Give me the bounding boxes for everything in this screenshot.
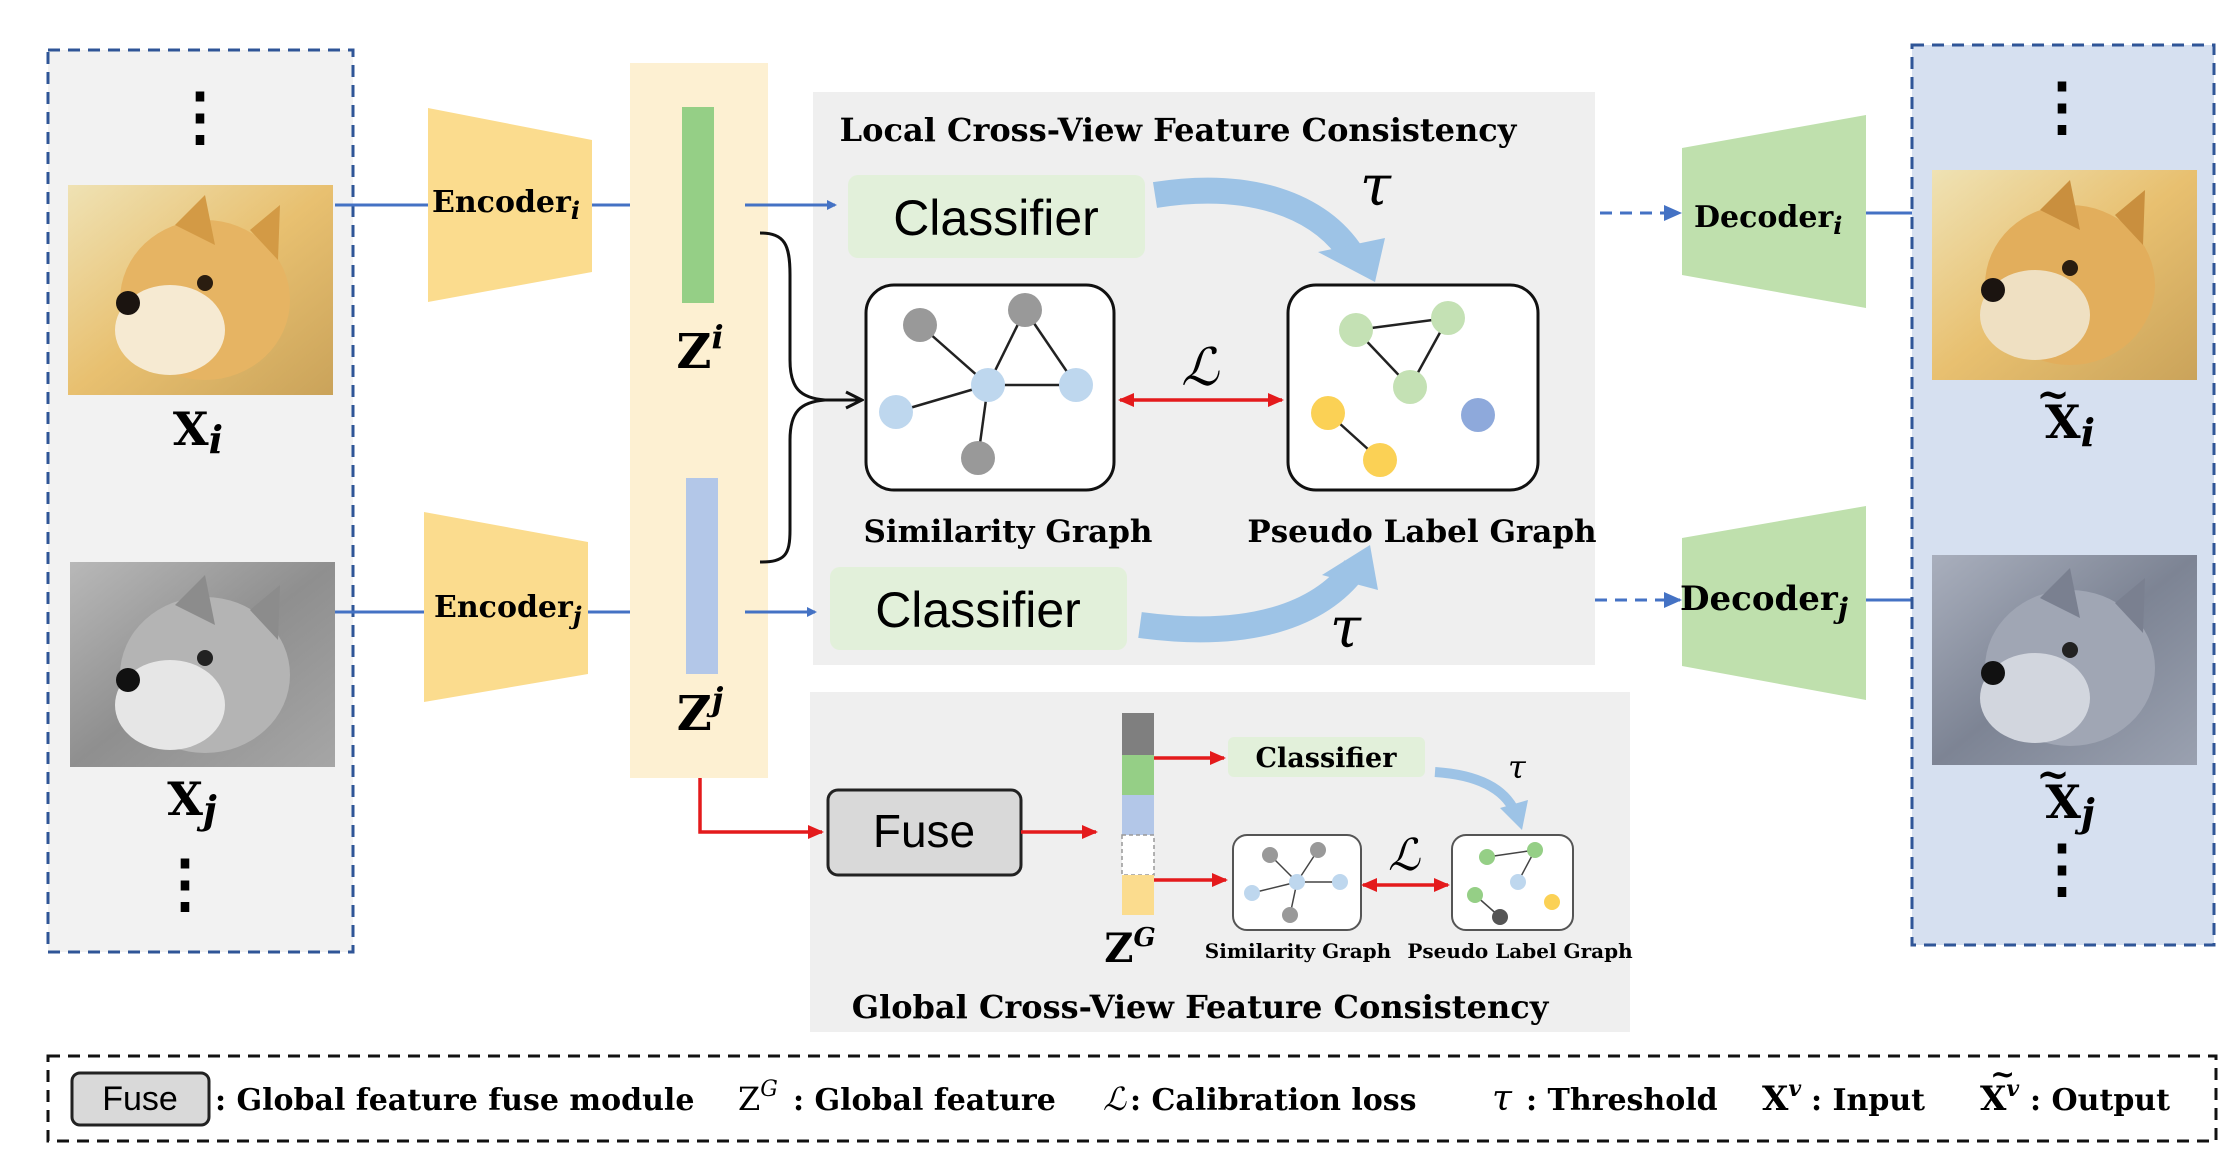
pseudo-label-graph-global-label: Pseudo Label Graph	[1407, 939, 1633, 963]
global-panel-title: Global Cross-View Feature Consistency	[852, 988, 1550, 1026]
svg-text:Encoderi: Encoderi	[432, 185, 580, 225]
input-image-j	[70, 562, 335, 767]
global-panel: Global Cross-View Feature Consistency Fu…	[810, 692, 1633, 1032]
encoder-i: Encoderi	[428, 108, 592, 302]
svg-text:Encoderj: Encoderj	[434, 590, 582, 630]
decoder-i: Decoderi	[1682, 115, 1866, 308]
input-image-i	[68, 185, 333, 395]
classifier-bottom-label: Classifier	[875, 582, 1081, 638]
legend-input-desc: : Input	[1811, 1083, 1925, 1118]
z-j-label: Zj	[677, 680, 724, 742]
tau-bottom: τ	[1330, 596, 1362, 661]
output-tilde-i: ~	[2036, 371, 2070, 418]
loss-local: ℒ	[1181, 338, 1220, 398]
tau-arrow-top	[1152, 177, 1363, 263]
z-g-bar	[1121, 713, 1155, 915]
z-i-bar	[682, 107, 714, 303]
similarity-graph	[864, 283, 1116, 492]
input-label-i: Xi	[173, 402, 223, 462]
similarity-graph-global	[1232, 834, 1362, 931]
local-panel-title: Local Cross-View Feature Consistency	[840, 111, 1518, 149]
z-j-bar	[686, 478, 718, 674]
legend-tau: τ	[1492, 1078, 1513, 1119]
pseudo-label-graph-global	[1451, 834, 1574, 931]
legend-zg: ZG	[738, 1077, 778, 1118]
legend-tau-desc: : Threshold	[1526, 1083, 1718, 1118]
output-label-j: Xj	[2045, 775, 2095, 835]
legend-zg-desc: : Global feature	[793, 1083, 1056, 1118]
legend: Fuse : Global feature fuse module ZG : G…	[46, 1054, 2218, 1143]
z-i-label: Zi	[676, 318, 723, 380]
brace-to-similarity-graph	[759, 231, 860, 564]
input-label-j: Xj	[167, 772, 217, 832]
loss-global: ℒ	[1388, 830, 1421, 881]
tau-arrow-bottom	[1138, 559, 1366, 643]
input-ellipsis-top: ⋮	[168, 79, 232, 154]
legend-fuse-box	[70, 1071, 211, 1127]
classifier-global	[1228, 737, 1425, 777]
output-ellipsis-top: ⋮	[2030, 69, 2094, 144]
arrow-features-to-fuse	[698, 778, 824, 839]
classifier-bottom	[830, 567, 1127, 650]
decoder-j: Decoderj	[1680, 506, 1866, 700]
z-g-label: ZG	[1104, 923, 1155, 972]
tau-global: τ	[1508, 748, 1527, 786]
legend-fuse-box-label: Fuse	[102, 1080, 178, 1118]
legend-output-desc: : Output	[2030, 1083, 2170, 1118]
similarity-graph-label: Similarity Graph	[864, 514, 1153, 550]
output-image-i	[1932, 170, 2197, 380]
legend-loss: ℒ	[1103, 1080, 1127, 1118]
pseudo-label-graph	[1286, 283, 1540, 492]
legend-input: Xv	[1762, 1076, 1801, 1119]
classifier-global-label: Classifier	[1256, 743, 1398, 774]
svg-text:Decoderj: Decoderj	[1680, 579, 1848, 625]
local-panel: Local Cross-View Feature Consistency Cla…	[813, 92, 1597, 665]
output-image-j	[1932, 555, 2197, 765]
output-tilde-j: ~	[2036, 751, 2070, 798]
feature-column: Zi Zj	[630, 63, 768, 778]
encoder-j: Encoderj	[424, 512, 588, 702]
pseudo-label-graph-label: Pseudo Label Graph	[1247, 514, 1596, 550]
legend-fuse-desc: : Global feature fuse module	[215, 1083, 694, 1118]
tau-top: τ	[1360, 154, 1392, 219]
input-ellipsis-bottom: ⋮	[153, 846, 217, 921]
fuse-box-label: Fuse	[873, 805, 975, 857]
classifier-top-label: Classifier	[893, 190, 1099, 246]
similarity-graph-global-label: Similarity Graph	[1205, 939, 1392, 963]
classifier-top	[848, 175, 1145, 258]
legend-output-tilde: ~	[1990, 1057, 2015, 1092]
input-panel: ⋮ Xi Xj ⋮	[46, 48, 355, 954]
legend-output: Xv	[1980, 1076, 2019, 1119]
legend-loss-desc: : Calibration loss	[1130, 1083, 1417, 1118]
output-panel: ⋮ Xi ~ Xj ~ ⋮	[1910, 43, 2216, 947]
output-label-i: Xi	[2045, 395, 2095, 455]
svg-text:Decoderi: Decoderi	[1694, 200, 1842, 240]
output-ellipsis-bottom: ⋮	[2030, 831, 2094, 906]
